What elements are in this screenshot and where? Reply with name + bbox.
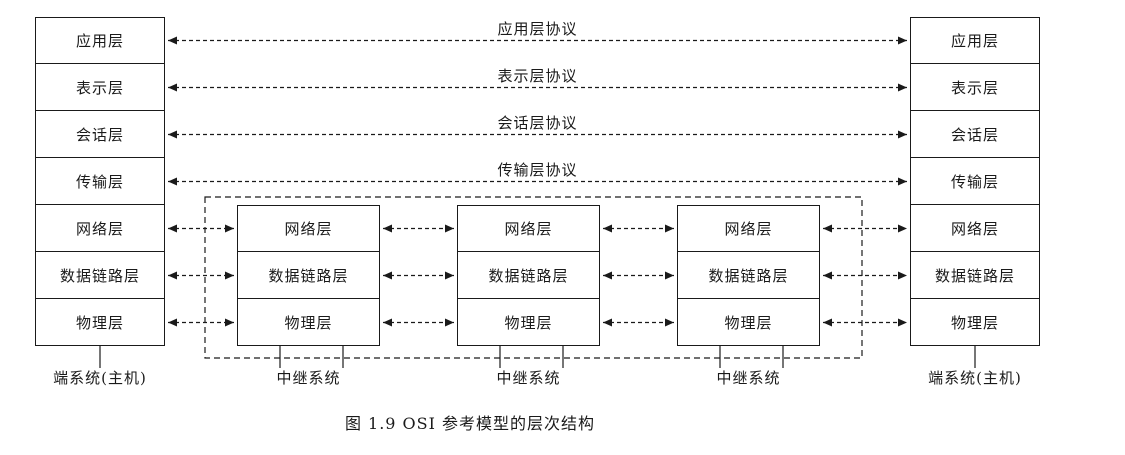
- relay-2-label: 中继系统: [496, 369, 561, 387]
- right-host-label: 端系统(主机): [928, 369, 1022, 387]
- layer-box: 传输层: [35, 158, 165, 205]
- relay-1-label: 中继系统: [276, 369, 341, 387]
- layer-box: 物理层: [677, 299, 820, 346]
- left-host-stack: 应用层 表示层 会话层 传输层 网络层 数据链路层 物理层: [35, 17, 165, 346]
- layer-box: 数据链路层: [35, 252, 165, 299]
- protocol-label-session: 会话层协议: [497, 114, 578, 132]
- relay-3-label: 中继系统: [716, 369, 781, 387]
- layer-box: 数据链路层: [910, 252, 1040, 299]
- layer-box: 数据链路层: [677, 252, 820, 299]
- layer-box: 物理层: [910, 299, 1040, 346]
- layer-box: 应用层: [35, 17, 165, 64]
- layer-box: 表示层: [910, 64, 1040, 111]
- layer-box: 物理层: [457, 299, 600, 346]
- layer-box: 网络层: [457, 205, 600, 252]
- layer-box: 网络层: [237, 205, 380, 252]
- left-host-label: 端系统(主机): [53, 369, 147, 387]
- layer-box: 会话层: [910, 111, 1040, 158]
- layer-box: 物理层: [237, 299, 380, 346]
- relay-stack-1: 网络层 数据链路层 物理层: [237, 205, 380, 346]
- layer-box: 物理层: [35, 299, 165, 346]
- layer-box: 网络层: [677, 205, 820, 252]
- relay-stack-3: 网络层 数据链路层 物理层: [677, 205, 820, 346]
- relay-stack-2: 网络层 数据链路层 物理层: [457, 205, 600, 346]
- layer-box: 表示层: [35, 64, 165, 111]
- protocol-label-application: 应用层协议: [497, 20, 578, 38]
- right-host-stack: 应用层 表示层 会话层 传输层 网络层 数据链路层 物理层: [910, 17, 1040, 346]
- layer-box: 网络层: [910, 205, 1040, 252]
- figure-caption: 图 1.9 OSI 参考模型的层次结构: [344, 414, 596, 433]
- layer-box: 数据链路层: [457, 252, 600, 299]
- layer-box: 网络层: [35, 205, 165, 252]
- layer-box: 应用层: [910, 17, 1040, 64]
- layer-box: 会话层: [35, 111, 165, 158]
- protocol-label-presentation: 表示层协议: [497, 67, 578, 85]
- layer-box: 传输层: [910, 158, 1040, 205]
- protocol-label-transport: 传输层协议: [497, 161, 578, 179]
- layer-box: 数据链路层: [237, 252, 380, 299]
